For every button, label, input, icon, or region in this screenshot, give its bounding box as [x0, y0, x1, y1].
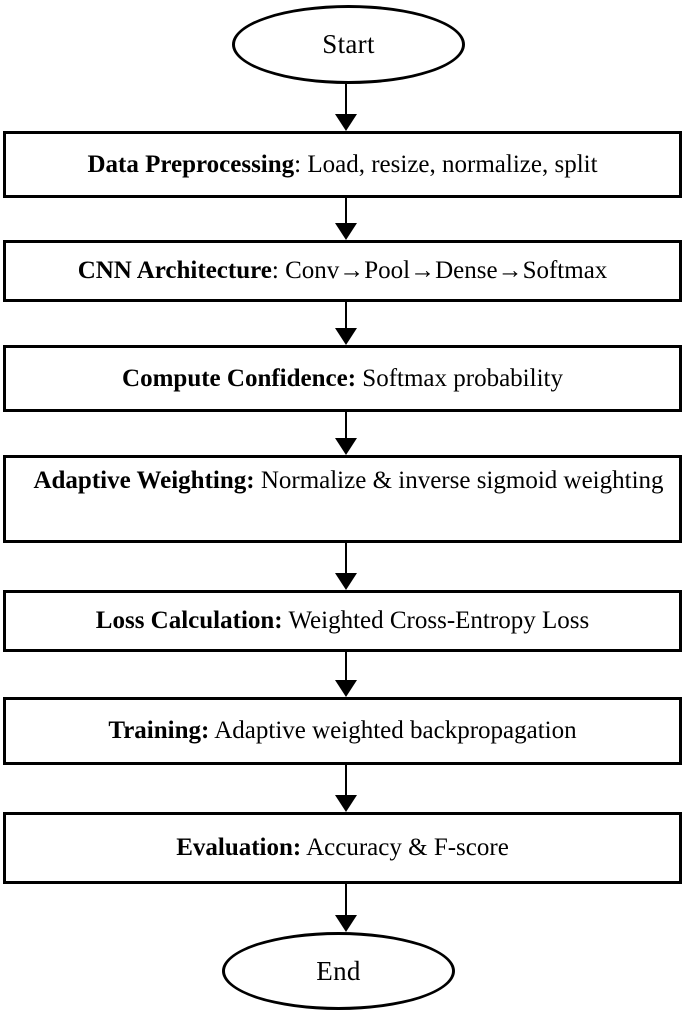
node-end-label: End [316, 955, 361, 986]
edge-shaft [345, 884, 347, 917]
node-data-preprocessing-rest: Load, resize, normalize, split [307, 150, 598, 178]
node-loss-calculation-text: Loss Calculation: Weighted Cross-Entropy… [6, 606, 679, 636]
node-loss-calculation-rest: Weighted Cross-Entropy Loss [288, 607, 590, 635]
arrowhead-icon [335, 680, 357, 697]
arrowhead-icon [335, 223, 357, 240]
node-adaptive-weighting-text: Adaptive Weighting: Normalize & inverse … [6, 466, 679, 496]
arrowhead-icon [335, 915, 357, 932]
arrowhead-icon [335, 114, 357, 131]
edge-shaft [345, 84, 347, 116]
node-cnn-architecture-rest: Conv→Pool→Dense→Softmax [285, 257, 608, 285]
node-evaluation-lead: Evaluation: [176, 834, 302, 862]
node-end[interactable]: End [222, 932, 455, 1010]
node-compute-confidence-lead: Compute Confidence: [122, 364, 357, 392]
node-evaluation-text: Evaluation: Accuracy & F-score [6, 833, 679, 863]
node-adaptive-weighting-lead: Adaptive Weighting: [33, 467, 255, 494]
node-training-text: Training: Adaptive weighted backpropagat… [6, 716, 679, 746]
node-data-preprocessing-text: Data Preprocessing: Load, resize, normal… [6, 150, 679, 180]
node-training-rest: Adaptive weighted backpropagation [214, 717, 577, 745]
node-loss-calculation-lead: Loss Calculation: [95, 607, 283, 635]
arrowhead-icon [335, 795, 357, 812]
arrowhead-icon [335, 438, 357, 455]
edge-shaft [345, 302, 347, 330]
node-adaptive-weighting[interactable]: Adaptive Weighting: Normalize & inverse … [3, 455, 682, 543]
edge-shaft [345, 652, 347, 682]
edge-shaft [345, 543, 347, 575]
node-cnn-architecture-lead: CNN Architecture [77, 257, 272, 285]
node-compute-confidence-rest: Softmax probability [362, 364, 563, 392]
node-training[interactable]: Training: Adaptive weighted backpropagat… [3, 697, 682, 765]
node-training-lead: Training: [108, 717, 210, 745]
node-cnn-architecture[interactable]: CNN Architecture: Conv→Pool→Dense→Softma… [3, 240, 682, 302]
node-compute-confidence[interactable]: Compute Confidence: Softmax probability [3, 345, 682, 412]
node-data-preprocessing-separator: : [294, 150, 308, 178]
node-evaluation-rest: Accuracy & F-score [306, 834, 509, 862]
node-start[interactable]: Start [232, 5, 465, 84]
node-cnn-architecture-separator: : [271, 257, 286, 285]
edge-shaft [345, 765, 347, 797]
node-loss-calculation[interactable]: Loss Calculation: Weighted Cross-Entropy… [3, 590, 682, 652]
node-start-label: Start [322, 29, 375, 59]
edge-shaft [345, 412, 347, 440]
node-compute-confidence-text: Compute Confidence: Softmax probability [6, 364, 679, 394]
edge-shaft [345, 198, 347, 225]
node-data-preprocessing[interactable]: Data Preprocessing: Load, resize, normal… [3, 131, 682, 198]
node-data-preprocessing-lead: Data Preprocessing [87, 150, 295, 178]
node-cnn-architecture-text: CNN Architecture: Conv→Pool→Dense→Softma… [6, 256, 679, 286]
arrowhead-icon [335, 328, 357, 345]
arrowhead-icon [335, 573, 357, 590]
node-adaptive-weighting-rest: Normalize & inverse sigmoid weighting [260, 467, 664, 494]
node-evaluation[interactable]: Evaluation: Accuracy & F-score [3, 812, 682, 884]
